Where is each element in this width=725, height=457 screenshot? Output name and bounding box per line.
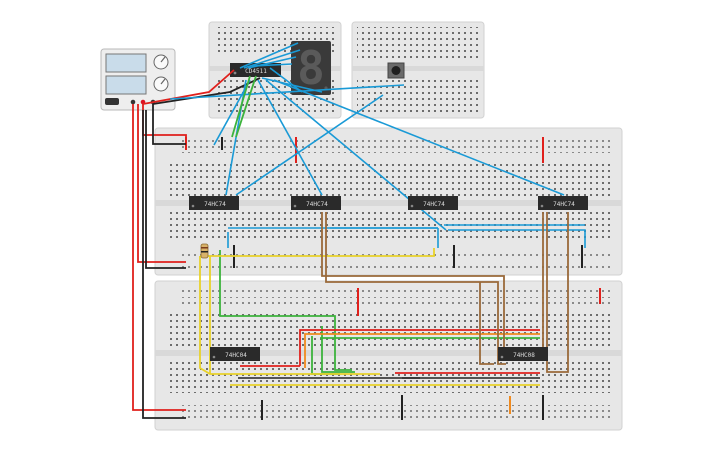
brown-wires (321, 212, 569, 373)
chip-label-inverter: 74HC04 (225, 352, 247, 359)
chip-label-and-gate: 74HC08 (513, 352, 535, 359)
small-breadboard-right (351, 21, 485, 119)
chip-label-flipflop-4: 74HC74 (553, 201, 575, 208)
chip-flipflop-4: 74HC74 (538, 196, 588, 210)
resistor (200, 243, 209, 259)
chip-label-flipflop-1: 74HC74 (204, 201, 226, 208)
seven-segment-display: 8 (291, 41, 331, 95)
chip-label-flipflop-3: 74HC74 (423, 201, 445, 208)
rail-jumpers (185, 137, 601, 420)
power-supply[interactable] (100, 48, 176, 111)
chip-flipflop-3: 74HC74 (408, 196, 458, 210)
chip-flipflop-1: 74HC74 (189, 196, 239, 210)
power-wires (132, 69, 261, 419)
chip-label-flipflop-2: 74HC74 (306, 201, 328, 208)
push-button[interactable] (387, 62, 405, 79)
main-breadboard-lower (154, 280, 623, 431)
display-digit: 8 (297, 41, 325, 95)
chip-label-cd4511: CD4511 (245, 68, 267, 75)
chip-flipflop-2: 74HC74 (291, 196, 341, 210)
chip-and-gate: 74HC08 (498, 347, 548, 361)
chip-inverter: 74HC04 (210, 347, 260, 361)
red-data-wires (240, 329, 540, 374)
